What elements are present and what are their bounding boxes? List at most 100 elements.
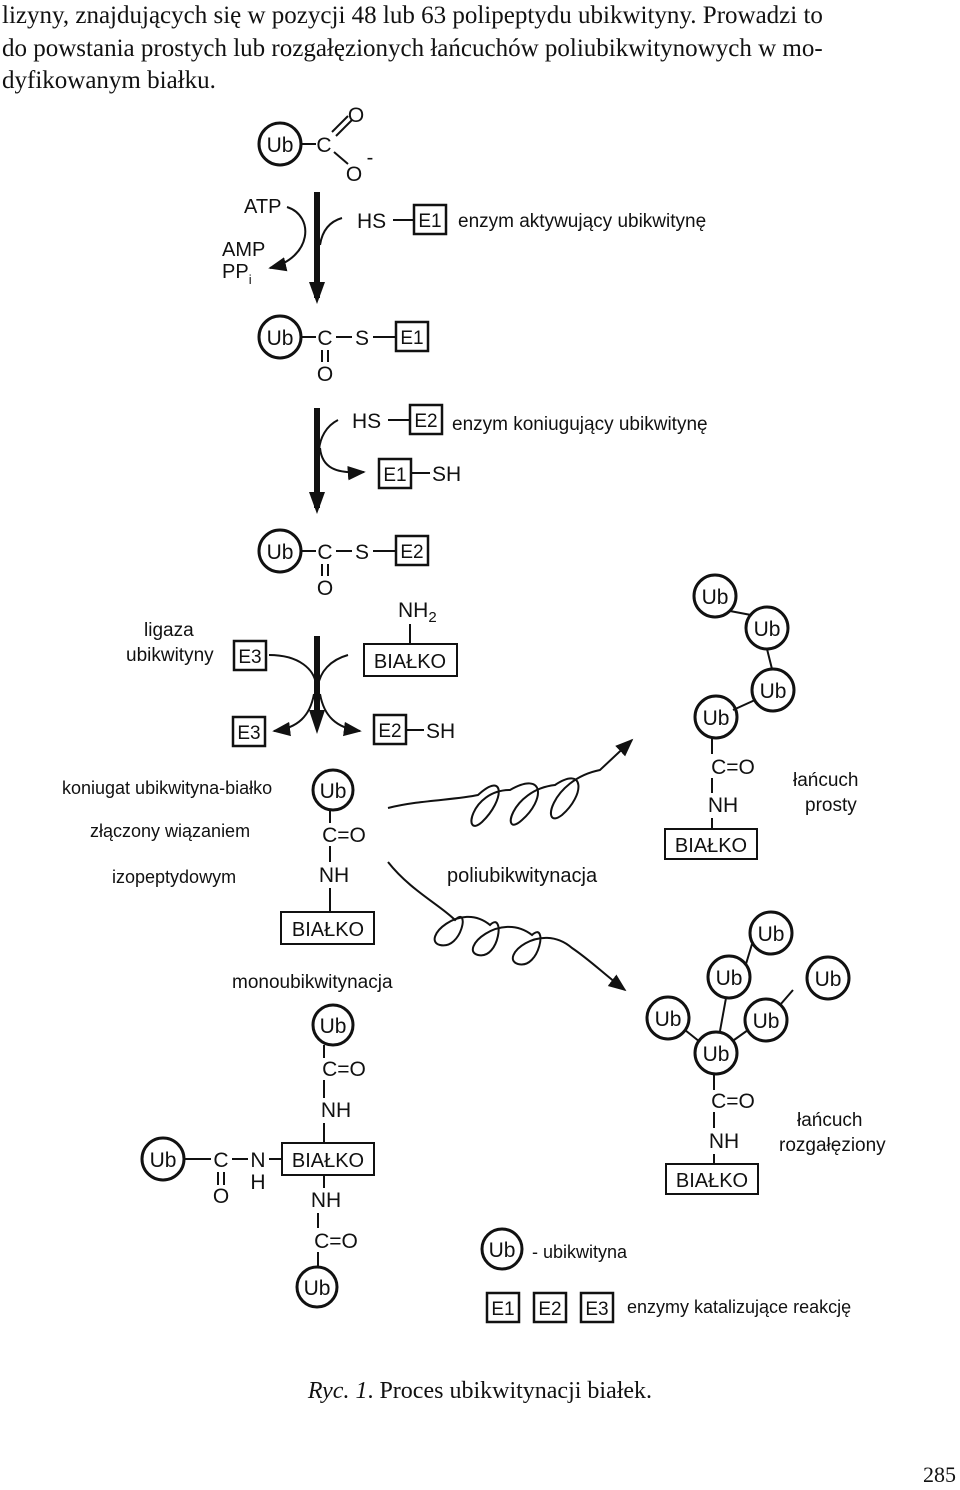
ub-circle xyxy=(311,768,355,812)
figure-caption: Ryc. 1. Proces ubikwitynacji białek. xyxy=(0,1378,960,1405)
e3-box xyxy=(231,715,267,748)
protein-box xyxy=(664,828,758,860)
nh-label: NH xyxy=(311,1189,341,1212)
ub-circle xyxy=(693,1030,739,1076)
ub-thioester-e2: Ub C O S E2 xyxy=(257,528,430,600)
polyubiquitination-arrow-upper xyxy=(387,738,634,827)
e1-label: E1 xyxy=(383,465,406,486)
carbonyl-label: C=O xyxy=(711,1090,755,1113)
conjugate-label: izopeptydowym xyxy=(112,867,236,887)
arrow-head-icon xyxy=(309,492,325,514)
amp-label: AMP xyxy=(222,239,265,261)
atom-h: H xyxy=(250,1171,265,1194)
ub-label: Ub xyxy=(754,618,781,641)
atom-c: C xyxy=(317,327,332,350)
page-number: 285 xyxy=(923,1462,956,1487)
e1-enzyme-label: enzym aktywujący ubikwitynę xyxy=(458,211,706,232)
charge-minus: - xyxy=(367,147,374,169)
nh-label: NH xyxy=(709,1130,739,1153)
atom-o: O xyxy=(346,163,362,186)
ub-circle xyxy=(706,954,752,1000)
ub-circle xyxy=(750,667,796,713)
e1-label: E1 xyxy=(491,1299,514,1320)
ub-label: Ub xyxy=(489,1239,516,1262)
branched-chain: Ub Ub Ub Ub Ub Ub C=O NH BIAŁKO xyxy=(645,910,851,1195)
ub-label: Ub xyxy=(703,707,730,730)
atom-o: O xyxy=(348,104,364,127)
ub-circle xyxy=(693,694,739,740)
ub-label: Ub xyxy=(703,1043,730,1066)
intro-line: dyfikowanym białku. xyxy=(2,67,216,94)
intro-paragraph: lizyny, znajdujących się w pozycji 48 lu… xyxy=(2,0,956,98)
atom-o: O xyxy=(213,1185,229,1208)
monoubiquitinated-protein: Ub C=O NH BIAŁKO NH C=O Ub Ub C O N xyxy=(140,1003,375,1309)
atom-c: C xyxy=(317,541,332,564)
e2-box xyxy=(532,1291,568,1324)
arrow-head-icon xyxy=(309,282,325,304)
ub-label: Ub xyxy=(304,1277,331,1300)
intro-line: lizyny, znajdujących się w pozycji 48 lu… xyxy=(2,2,823,29)
ub-carboxylate: Ub C O O - xyxy=(257,104,374,186)
protein-label: BIAŁKO xyxy=(675,835,747,857)
legend-enzymes-text: enzymy katalizujące reakcję xyxy=(627,1297,851,1317)
e2-release-arrow xyxy=(319,693,362,737)
ub-label: Ub xyxy=(267,327,294,350)
ub-label: Ub xyxy=(150,1149,177,1172)
conjugate-label: złączony wiązaniem xyxy=(90,821,250,841)
atom-s: S xyxy=(355,541,369,564)
e3-label: E3 xyxy=(585,1299,608,1320)
e2-box xyxy=(394,534,430,567)
legend: Ub - ubikwityna E1 E2 E3 enzymy katalizu… xyxy=(480,1227,851,1324)
ub-thioester-e1: Ub C O S E1 xyxy=(257,314,430,386)
nh-label: NH xyxy=(321,1099,351,1122)
e3-label: E3 xyxy=(238,647,261,668)
carbonyl-label: C=O xyxy=(322,1058,366,1081)
mono-label: monoubikwitynacja xyxy=(232,972,393,993)
protein-box xyxy=(665,1163,759,1195)
e1-release-arrow xyxy=(319,447,366,481)
arrow-head-icon xyxy=(309,710,325,734)
ub-circle xyxy=(295,1265,339,1309)
straight-chain-label: prosty xyxy=(805,795,857,816)
e2-enzyme-label: enzym koniugujący ubikwitynę xyxy=(452,414,708,435)
caption-text: . Proces ubikwitynacji białek. xyxy=(367,1378,653,1404)
ub-circle xyxy=(805,955,851,1001)
polyubiquitination-arrow-lower xyxy=(387,861,627,992)
e2-box xyxy=(408,403,444,436)
protein-feed-line xyxy=(317,654,349,687)
nh2-label: NH2 xyxy=(398,599,437,626)
e1-label: E1 xyxy=(418,211,441,232)
straight-chain-label: łańcuch xyxy=(793,770,859,791)
protein-box xyxy=(363,643,458,677)
atom-n: N xyxy=(250,1149,265,1172)
atom-c: C xyxy=(316,134,331,157)
ub-label: Ub xyxy=(655,1008,682,1031)
ub-circle xyxy=(748,910,794,956)
e2-label: E2 xyxy=(378,721,401,742)
ub-label: Ub xyxy=(320,780,347,803)
protein-box xyxy=(280,911,375,945)
hs-e2-feed-line xyxy=(318,419,339,451)
conjugate-label: koniugat ubikwityna-białko xyxy=(62,778,272,798)
hs-label: HS xyxy=(352,410,381,433)
hs-label: HS xyxy=(357,210,386,233)
ub-label: Ub xyxy=(267,134,294,157)
ub-circle xyxy=(311,1003,355,1047)
poly-label: poliubikwitynacja xyxy=(447,865,598,887)
nh-label: NH xyxy=(319,864,349,887)
caption-label: Ryc. 1 xyxy=(307,1378,368,1404)
e3-feed-line xyxy=(268,654,317,685)
e2-label: E2 xyxy=(400,542,423,563)
atom-c: C xyxy=(213,1149,228,1172)
ub-label: Ub xyxy=(267,541,294,564)
nh-label: NH xyxy=(708,794,738,817)
sh-label: SH xyxy=(426,720,455,743)
carbonyl-label: C=O xyxy=(314,1230,358,1253)
hs-e1-feed-line xyxy=(319,217,343,246)
e1-box xyxy=(412,203,448,236)
ppi-label: PPi xyxy=(222,261,252,287)
protein-label: BIAŁKO xyxy=(292,1150,364,1172)
atom-o: O xyxy=(317,577,333,600)
ub-circle xyxy=(692,573,738,619)
e1-label: E1 xyxy=(400,328,423,349)
